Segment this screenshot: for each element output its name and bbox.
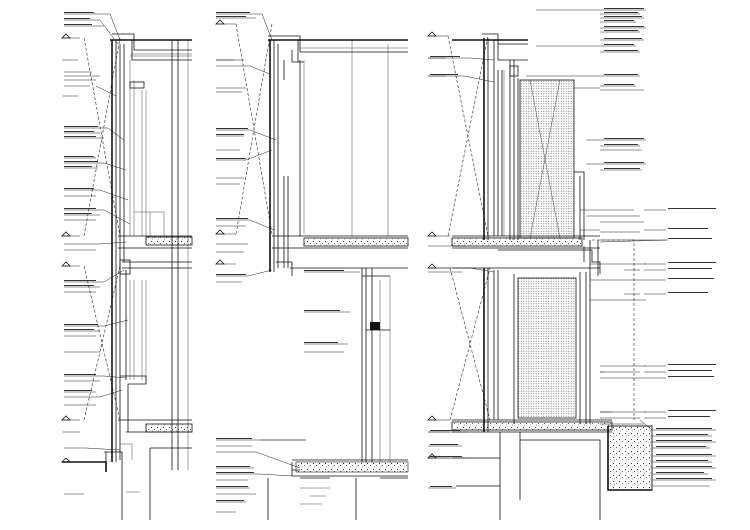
section-c	[427, 9, 716, 520]
section-b	[215, 13, 409, 520]
screen-panel-lower	[513, 272, 591, 424]
ground-c	[451, 419, 653, 520]
roof-c	[452, 33, 528, 240]
wall-c	[483, 38, 505, 432]
wall-b	[269, 40, 389, 272]
annotations-a	[64, 13, 131, 495]
slab-b	[272, 235, 409, 276]
level-marks-a	[61, 33, 80, 463]
slab-c1	[451, 235, 635, 420]
annotations-c-left	[428, 57, 495, 489]
slab-a1	[118, 211, 193, 275]
slab-a2	[62, 375, 193, 520]
level-marks-b	[215, 19, 236, 265]
ground-b	[260, 439, 409, 520]
wall-a	[111, 40, 189, 470]
storefront-b	[361, 268, 391, 462]
roof-a	[110, 33, 192, 89]
section-a	[61, 13, 193, 520]
note-text-blocks	[64, 8, 716, 501]
roof-b	[268, 35, 408, 62]
level-marks-c	[427, 31, 450, 459]
screen-panel-upper	[519, 79, 585, 240]
